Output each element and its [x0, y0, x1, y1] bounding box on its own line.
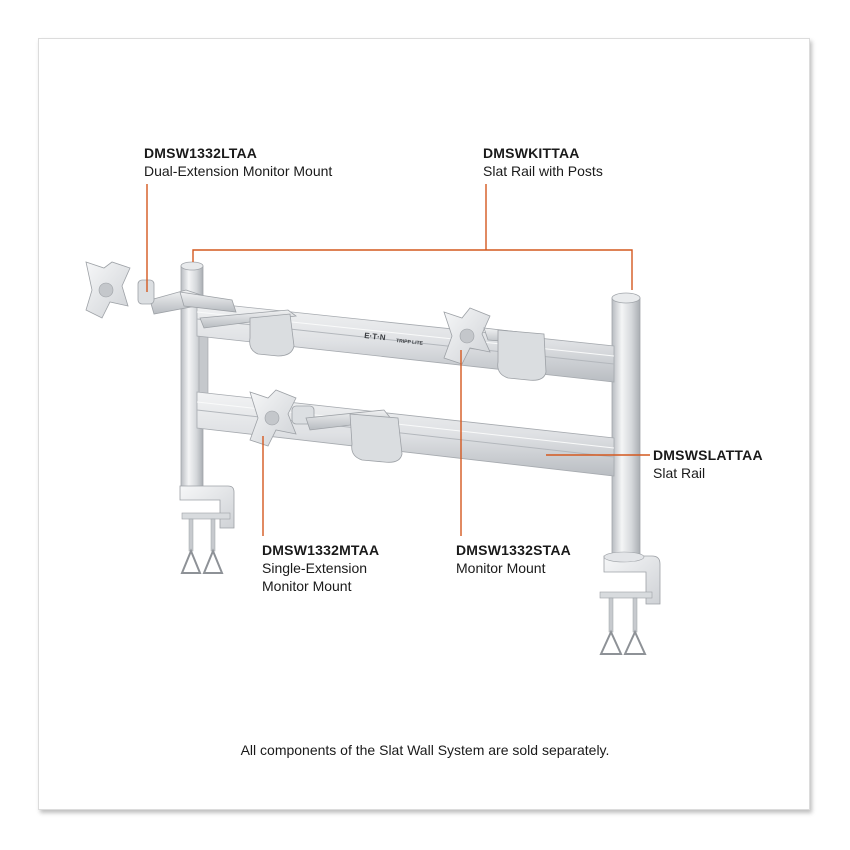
- callout-single-extension-code: DMSW1332MTAA: [262, 542, 380, 558]
- callout-single-extension: DMSW1332MTAA Single-Extension Monitor Mo…: [262, 541, 379, 595]
- footer-note: All components of the Slat Wall System a…: [240, 742, 610, 758]
- single-extension-mount: [249, 389, 403, 463]
- callout-dual-extension-code: DMSW1332LTAA: [144, 145, 258, 161]
- callout-slat-rail-posts-description: Slat Rail with Posts: [483, 163, 603, 179]
- callout-slat-rail-posts-code: DMSWKITTAA: [483, 145, 580, 161]
- callout-slat-rail: DMSWSLATTAA Slat Rail: [653, 446, 763, 482]
- callout-slat-rail-description: Slat Rail: [653, 465, 706, 481]
- callout-dual-extension-description: Dual-Extension Monitor Mount: [144, 163, 333, 179]
- callout-monitor-mount-code: DMSW1332STAA: [456, 542, 571, 558]
- leader-line-slat-rail-posts: [192, 249, 633, 290]
- callout-single-extension-description-line2: Monitor Mount: [262, 578, 352, 594]
- leader-lines: [146, 184, 650, 536]
- callout-dual-extension: DMSW1332LTAA Dual-Extension Monitor Moun…: [144, 144, 332, 180]
- callout-monitor-mount: DMSW1332STAA Monitor Mount: [456, 541, 571, 577]
- rail-sub-brand: TRIPP LITE: [396, 338, 424, 347]
- right-post: [611, 292, 641, 561]
- left-desk-clamp: [179, 485, 235, 574]
- rail-brand-logo: E·T·N: [364, 331, 386, 342]
- callout-slat-rail-code: DMSWSLATTAA: [653, 447, 763, 463]
- callout-slat-rail-posts: DMSWKITTAA Slat Rail with Posts: [483, 144, 603, 180]
- callout-single-extension-description-line1: Single-Extension: [262, 560, 368, 576]
- dual-extension-mount: [85, 261, 298, 357]
- right-desk-clamp: [599, 551, 661, 655]
- callout-monitor-mount-description: Monitor Mount: [456, 560, 546, 576]
- monitor-mount-top-right: [443, 307, 547, 381]
